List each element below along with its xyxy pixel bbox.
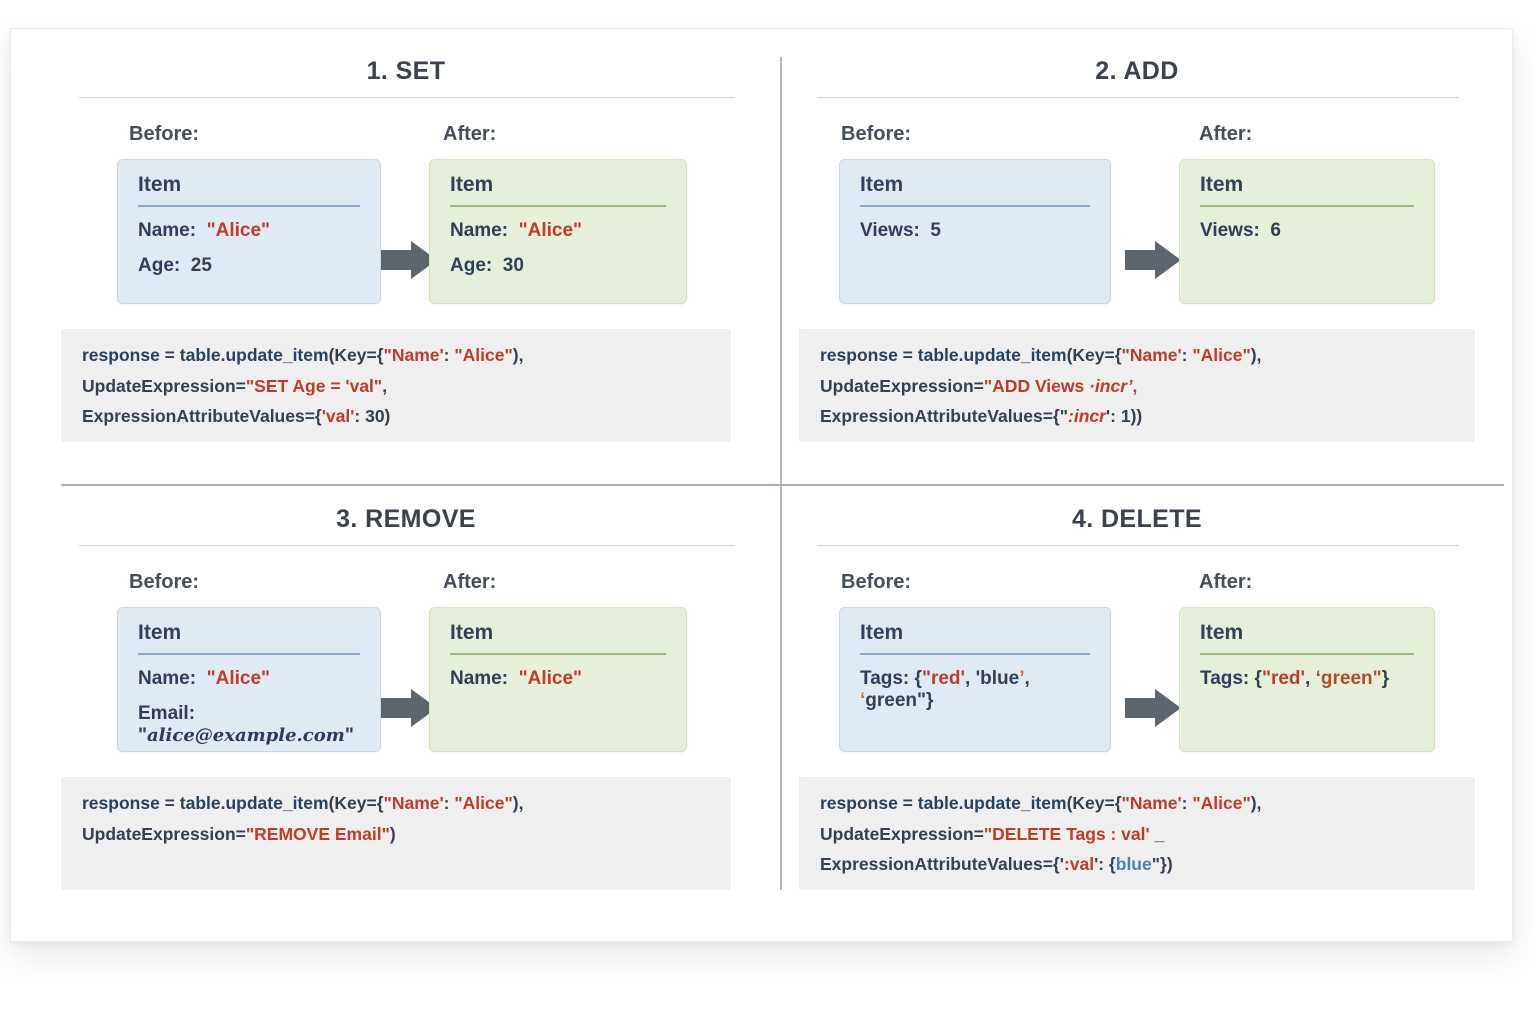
code-line: response = table.update_item(Key={"Name'… (820, 345, 1262, 365)
item-card-title: Item (138, 173, 182, 196)
panel-title: 1. SET (366, 57, 446, 85)
item-row: Views: 6 (1200, 220, 1281, 241)
item-card-divider (860, 205, 1090, 207)
diagram-card: 1. SET Before: After: Item Name: "Alice"… (10, 28, 1513, 942)
code-line: UpdateExpression="REMOVE Email") (82, 823, 396, 844)
after-item-card: Item Name: "Alice" Age: 30 (429, 159, 687, 304)
after-item-card: Item Views: 6 (1179, 159, 1435, 304)
item-card-title: Item (1200, 173, 1244, 196)
item-row: Tags: {"red', ‘green"} (1200, 668, 1390, 689)
item-card-divider (1200, 205, 1414, 207)
item-card-divider (450, 205, 666, 207)
code-snippet: response = table.update_item(Key={"Name'… (799, 329, 1475, 442)
item-card-title: Item (450, 621, 494, 644)
item-rows: Name: "Alice" Email: "alice@example.com" (138, 668, 360, 747)
item-row: Name: "Alice" (138, 668, 271, 689)
item-card-divider (138, 653, 360, 655)
item-row: Age: 25 (138, 255, 212, 276)
title-rule (817, 545, 1459, 546)
before-item-card: Item Name: "Alice" Age: 25 (117, 159, 381, 304)
item-row: Views: 5 (860, 220, 941, 241)
after-item-card: Item Tags: {"red', ‘green"} (1179, 607, 1435, 752)
item-card-title: Item (138, 621, 182, 644)
code-line: response = table.update_item(Key={"Name'… (82, 793, 524, 813)
item-rows: Name: "Alice" Age: 25 (138, 220, 360, 277)
panel-delete: 4. DELETE Before: After: Item Tags: {"re… (799, 505, 1475, 925)
panel-set: 1. SET Before: After: Item Name: "Alice"… (61, 57, 751, 477)
title-rule (817, 97, 1459, 98)
after-label: After: (1199, 571, 1253, 593)
item-row: Name: "Alice" (138, 220, 271, 241)
item-card-divider (860, 653, 1090, 655)
item-row: Email: "alice@example.com" (138, 703, 354, 746)
arrow-right-icon (1125, 689, 1181, 727)
after-label: After: (443, 123, 497, 145)
before-label: Before: (129, 123, 200, 145)
code-line: UpdateExpression="DELETE Tags : val' _ (820, 823, 1165, 844)
code-line: ExpressionAttributeValues={'val': 30) (82, 406, 391, 426)
item-rows: Views: 6 (1200, 220, 1414, 242)
before-label: Before: (129, 571, 200, 593)
code-snippet: response = table.update_item(Key={"Name'… (61, 329, 731, 442)
title-rule (79, 97, 735, 98)
item-card-title: Item (860, 173, 904, 196)
item-card-divider (450, 653, 666, 655)
item-card-title: Item (450, 173, 494, 196)
panel-title: 2. ADD (1095, 57, 1179, 85)
code-line: ExpressionAttributeValues={":incr': 1)) (820, 406, 1143, 426)
panel-remove: 3. REMOVE Before: After: Item Name: "Ali… (61, 505, 751, 925)
code-line: ExpressionAttributeValues={':val': {blue… (820, 854, 1173, 874)
before-label: Before: (841, 123, 912, 145)
item-card-divider (1200, 653, 1414, 655)
panel-title: 4. DELETE (1071, 505, 1203, 533)
code-line: response = table.update_item(Key={"Name'… (82, 345, 524, 365)
item-row: Name: "Alice" (450, 220, 583, 241)
title-rule (79, 545, 735, 546)
before-item-card: Item Name: "Alice" Email: "alice@example.… (117, 607, 381, 752)
item-row: Name: "Alice" (450, 668, 583, 689)
code-line: UpdateExpression="SET Age = 'val", (82, 375, 388, 396)
horizontal-divider (61, 484, 1504, 486)
item-row: Tags: {"red', 'blue’, ‘green"} (860, 668, 1036, 711)
item-card-divider (138, 205, 360, 207)
item-card-title: Item (1200, 621, 1244, 644)
item-rows: Name: "Alice" (450, 668, 666, 690)
code-snippet: response = table.update_item(Key={"Name'… (61, 777, 731, 890)
arrow-right-icon (1125, 241, 1181, 279)
item-row: Age: 30 (450, 255, 524, 276)
code-line: response = table.update_item(Key={"Name'… (820, 793, 1262, 813)
after-label: After: (443, 571, 497, 593)
vertical-divider (780, 57, 782, 890)
code-snippet: response = table.update_item(Key={"Name'… (799, 777, 1475, 890)
item-card-title: Item (860, 621, 904, 644)
before-item-card: Item Tags: {"red', 'blue’, ‘green"} (839, 607, 1111, 752)
before-item-card: Item Views: 5 (839, 159, 1111, 304)
panel-title: 3. REMOVE (336, 505, 476, 533)
item-rows: Tags: {"red', ‘green"} (1200, 668, 1414, 690)
item-rows: Tags: {"red', 'blue’, ‘green"} (860, 668, 1090, 712)
after-item-card: Item Name: "Alice" (429, 607, 687, 752)
item-rows: Name: "Alice" Age: 30 (450, 220, 666, 277)
after-label: After: (1199, 123, 1253, 145)
code-line: UpdateExpression="ADD Views ·incr’, (820, 375, 1138, 396)
before-label: Before: (841, 571, 912, 593)
item-rows: Views: 5 (860, 220, 1090, 242)
panel-add: 2. ADD Before: After: Item Views: 5 Item… (799, 57, 1475, 477)
